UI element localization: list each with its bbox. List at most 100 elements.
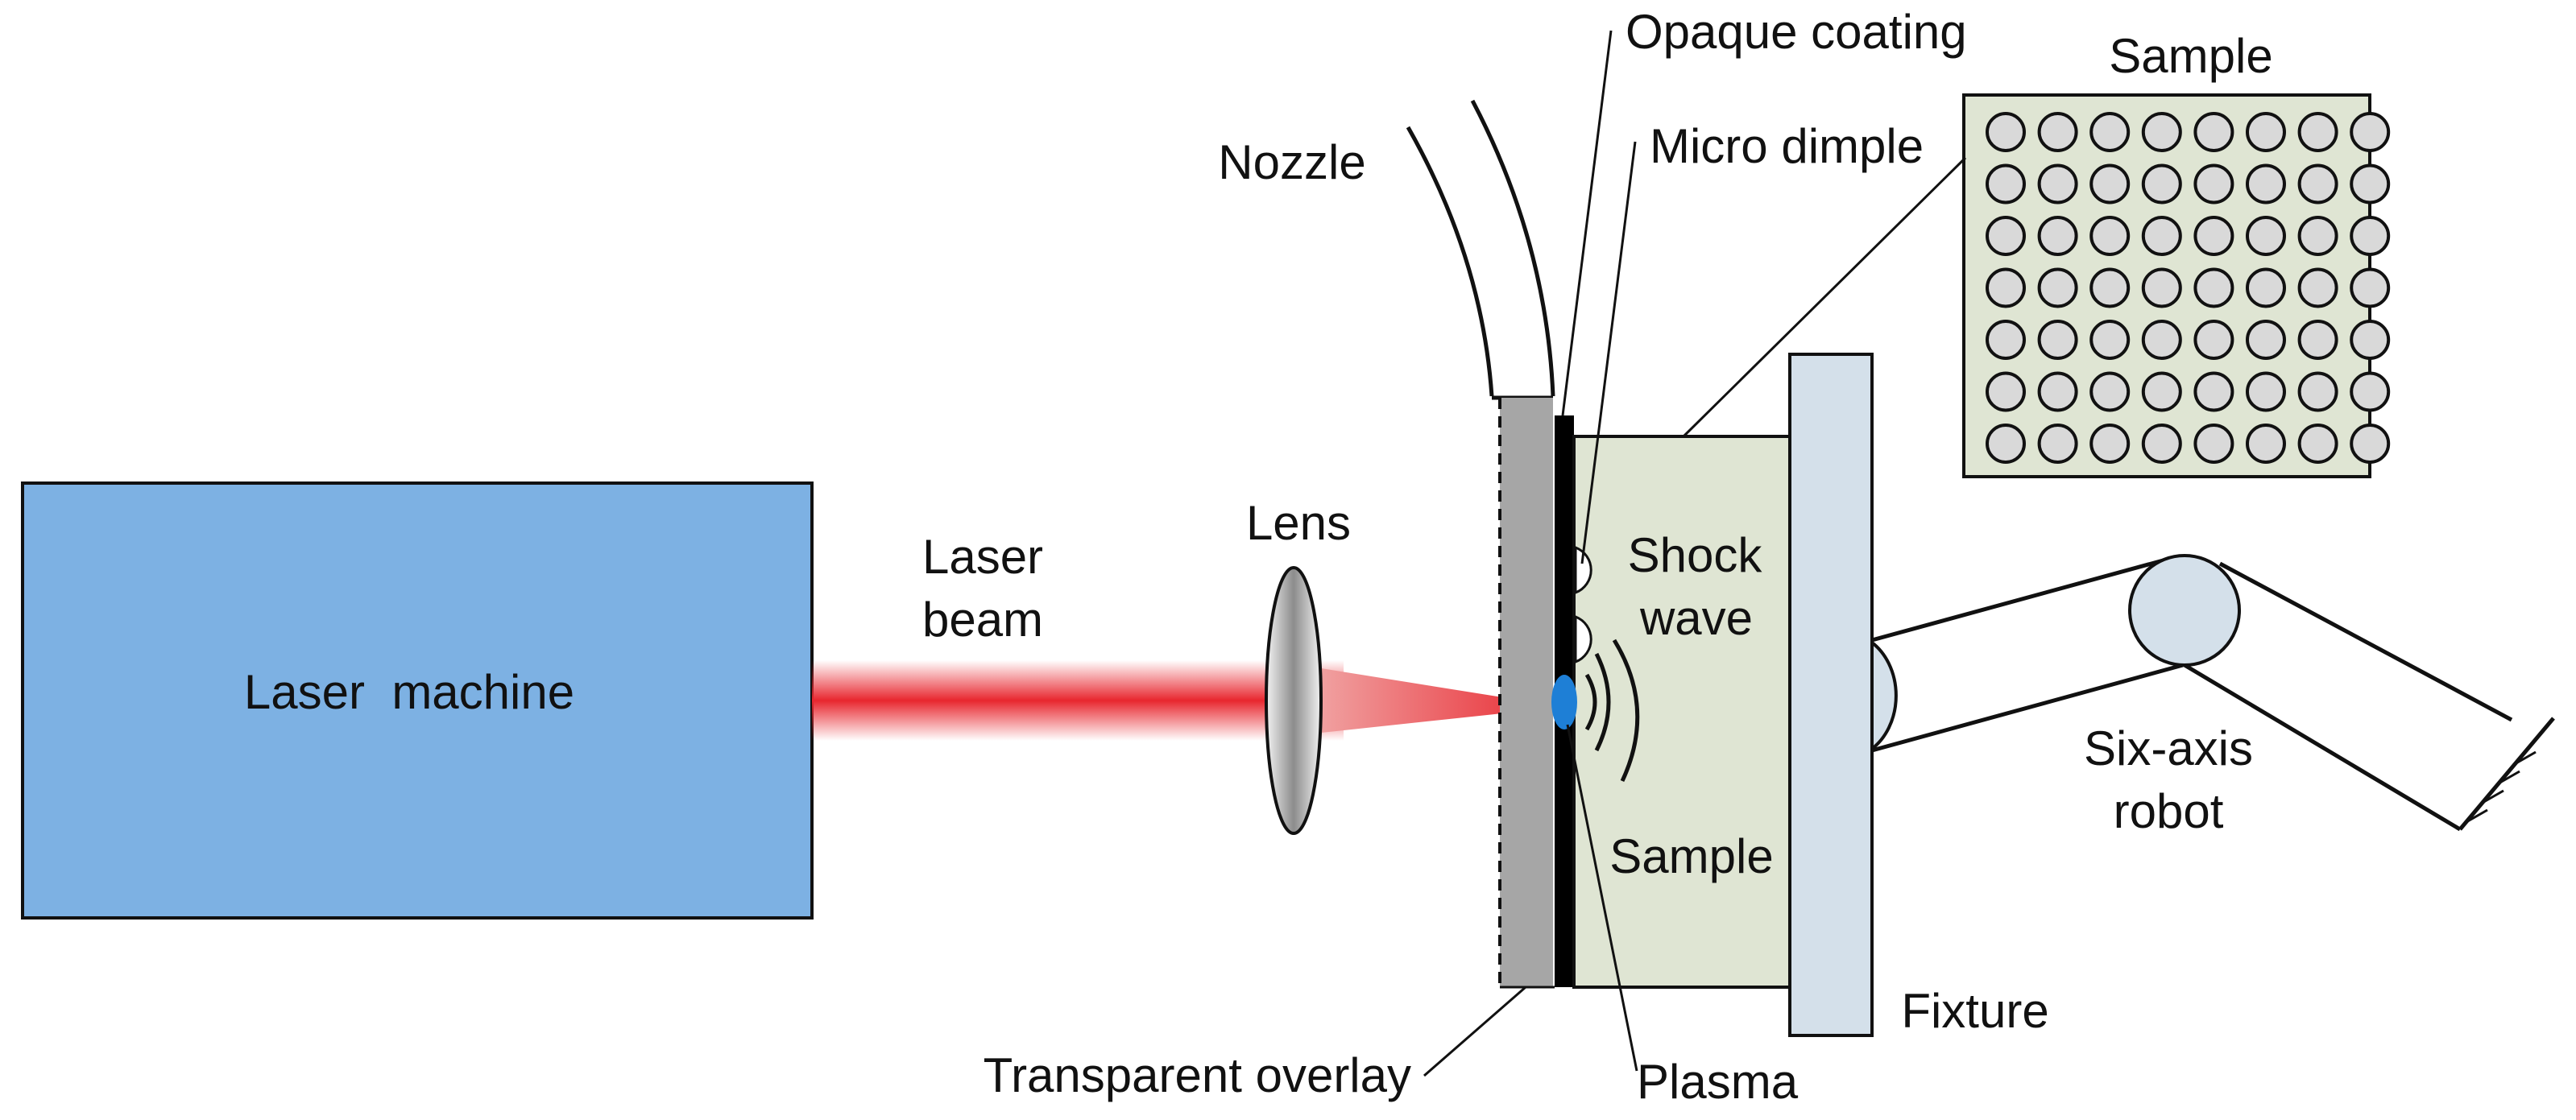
inset-dimple xyxy=(2246,216,2286,256)
inset-dimple xyxy=(2089,112,2131,152)
opaque-coating-leader xyxy=(1561,30,1613,416)
inset-dimple xyxy=(2297,267,2338,308)
micro-dimple-1 xyxy=(1574,545,1592,595)
shock-wave-arc-3 xyxy=(1612,639,1640,783)
sample-body xyxy=(1572,435,1793,989)
inset-dimple xyxy=(2350,320,2391,360)
inset-dimple xyxy=(2193,216,2234,256)
inset-dimple xyxy=(2141,216,2182,256)
robot-arm-upper xyxy=(1871,555,2176,643)
laser-machine-box xyxy=(21,481,814,920)
shock-wave-arc-1 xyxy=(1584,673,1597,731)
robot-ground-hatch xyxy=(2464,750,2537,825)
sample-inset-leader xyxy=(1682,156,1967,438)
shock-wave-arc-2 xyxy=(1594,652,1611,752)
nozzle-right-wall xyxy=(1470,99,1555,397)
inset-dimple xyxy=(2246,371,2286,412)
focused-beam-cone xyxy=(1321,668,1563,733)
inset-dimple xyxy=(1986,216,2026,256)
inset-dimple xyxy=(2350,163,2391,205)
inset-dimple xyxy=(2141,163,2182,205)
laser-beam xyxy=(812,660,1344,741)
inset-dimple xyxy=(2141,371,2182,412)
inset-dimple xyxy=(2141,112,2182,152)
sample-inset-label: Sample xyxy=(2109,29,2272,83)
inset-dimple xyxy=(2037,267,2078,308)
micro-dimple-label: Micro dimple xyxy=(1650,119,1924,173)
lens-label: Lens xyxy=(1246,496,1351,550)
inset-dimple xyxy=(2089,216,2131,256)
shock-wave-label-line1: Shock xyxy=(1628,528,1763,582)
shock-wave-label-line2: wave xyxy=(1639,591,1753,645)
inset-dimple xyxy=(2089,424,2131,464)
laser-machine-label: Laser machine xyxy=(244,665,574,719)
inset-dimple xyxy=(2350,112,2391,152)
inset-dimple xyxy=(2037,163,2078,205)
nozzle-left-wall xyxy=(1406,126,1494,397)
inset-dimple xyxy=(2193,267,2234,308)
micro-dimple-2 xyxy=(1574,614,1592,664)
inset-dimple xyxy=(2297,371,2338,412)
inset-dimple xyxy=(2193,424,2234,464)
transparent-overlay xyxy=(1500,398,1553,987)
inset-dimple xyxy=(1986,424,2026,464)
sample-body-label: Sample xyxy=(1609,829,1773,883)
micro-dimple-leader xyxy=(1580,141,1637,564)
inset-dimple xyxy=(2089,267,2131,308)
robot-base-joint xyxy=(1870,639,1898,753)
inset-dimple xyxy=(2193,371,2234,412)
dimple-array xyxy=(1986,112,2391,464)
inset-dimple xyxy=(2246,424,2286,464)
inset-dimple xyxy=(2193,112,2234,152)
lens xyxy=(1265,566,1323,835)
robot-arm-lower xyxy=(1871,663,2184,753)
plasma-label: Plasma xyxy=(1637,1055,1799,1109)
inset-dimple xyxy=(2037,112,2078,152)
inset-dimple xyxy=(2089,320,2131,360)
inset-dimple xyxy=(1986,320,2026,360)
laser-beam-label-line2: beam xyxy=(922,593,1043,647)
inset-dimple xyxy=(2297,216,2338,256)
plasma xyxy=(1551,675,1577,729)
inset-dimple xyxy=(1986,163,2026,205)
inset-dimple xyxy=(1986,267,2026,308)
inset-dimple xyxy=(2297,320,2338,360)
robot-forearm-upper xyxy=(2218,561,2513,722)
inset-dimple xyxy=(2246,267,2286,308)
plasma-leader xyxy=(1566,724,1638,1072)
inset-dimple xyxy=(2037,216,2078,256)
inset-dimple xyxy=(2037,320,2078,360)
inset-dimple xyxy=(2246,320,2286,360)
inset-dimple xyxy=(2246,163,2286,205)
laser-beam-label-line1: Laser xyxy=(922,530,1043,584)
inset-dimple xyxy=(2141,267,2182,308)
inset-dimple xyxy=(2297,163,2338,205)
transparent-overlay-leader xyxy=(1423,986,1526,1077)
inset-dimple xyxy=(2193,320,2234,360)
inset-dimple xyxy=(2350,216,2391,256)
inset-dimple xyxy=(1986,112,2026,152)
nozzle-label: Nozzle xyxy=(1218,135,1365,189)
inset-dimple xyxy=(2089,163,2131,205)
robot-label-line2: robot xyxy=(2114,784,2224,838)
inset-dimple xyxy=(2037,424,2078,464)
inset-dimple xyxy=(2297,424,2338,464)
inset-dimple xyxy=(2037,371,2078,412)
transparent-overlay-label: Transparent overlay xyxy=(984,1048,1411,1102)
inset-dimple xyxy=(2350,371,2391,412)
inset-dimple xyxy=(2141,424,2182,464)
fixture xyxy=(1788,353,1874,1037)
robot-ground-line xyxy=(2458,717,2555,831)
robot-elbow-joint xyxy=(2128,554,2241,667)
inset-dimple xyxy=(2297,112,2338,152)
inset-dimple xyxy=(2193,163,2234,205)
inset-dimple xyxy=(2246,112,2286,152)
robot-label-line1: Six-axis xyxy=(2084,721,2253,775)
inset-dimple xyxy=(1986,371,2026,412)
robot-forearm-lower xyxy=(2183,663,2462,832)
inset-dimple xyxy=(2350,424,2391,464)
opaque-coating-label: Opaque coating xyxy=(1626,5,1967,59)
inset-dimple xyxy=(2141,320,2182,360)
fixture-label: Fixture xyxy=(1901,984,2048,1038)
